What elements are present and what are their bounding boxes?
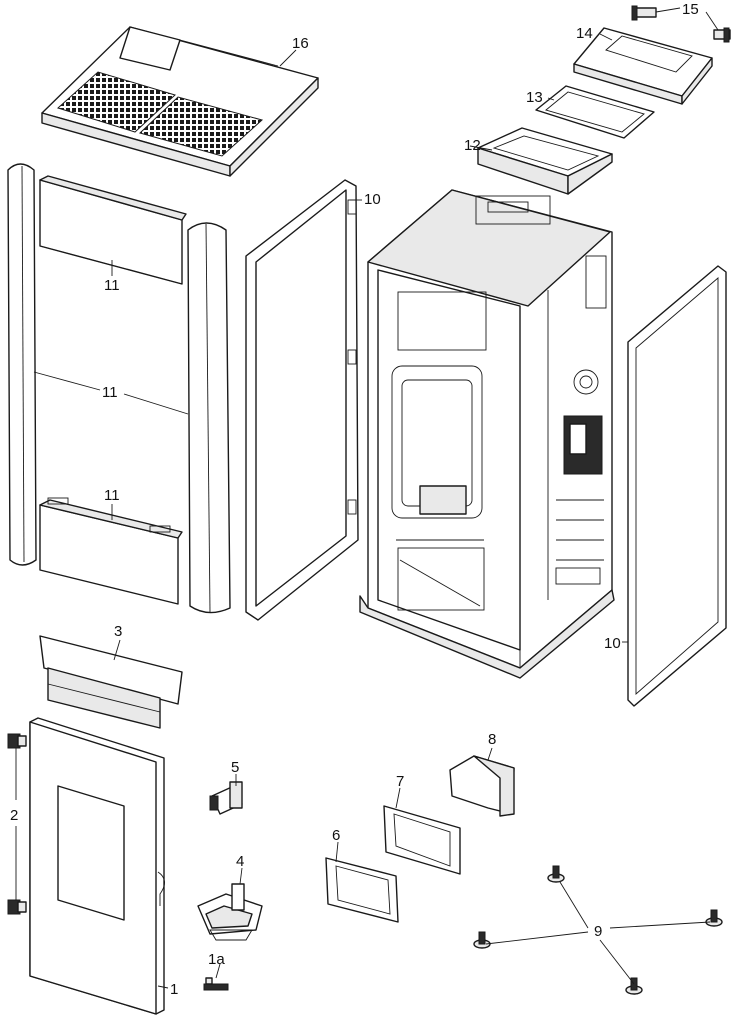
callout-1a: 1a: [208, 951, 225, 968]
callout-7: 7: [396, 773, 404, 790]
callout-4: 4: [236, 853, 244, 870]
right-side-column-part: [187, 222, 231, 614]
door-hinges-part-2: [7, 733, 27, 915]
deflector-part-3: [39, 635, 183, 729]
callout-3: 3: [114, 623, 122, 640]
left-side-column-part: [7, 163, 37, 566]
plate-part-6: [325, 857, 399, 923]
callout-5: 5: [231, 759, 239, 776]
callout-2: 2: [10, 807, 18, 824]
right-side-panel-part: [627, 265, 727, 707]
callout-8: 8: [488, 731, 496, 748]
callout-10-left: 10: [364, 191, 381, 208]
gasket-part-13: [535, 85, 655, 139]
left-side-panel-part: [245, 179, 359, 621]
lid-part-14: [573, 27, 713, 105]
burn-pot-part-4: [197, 883, 263, 941]
callout-11-upper: 11: [104, 277, 120, 294]
stove-body-part: [359, 189, 615, 679]
cover-part-8: [449, 755, 515, 817]
lower-front-panel-part: [39, 497, 183, 605]
callout-labels: 16 15 14 13 12 10 11 11 11 10 3 8 5 7 2 …: [10, 1, 699, 998]
callout-6: 6: [332, 827, 340, 844]
upper-front-panel-part: [39, 175, 187, 285]
feet-part-9: [473, 865, 723, 995]
callout-14: 14: [576, 25, 593, 42]
callout-1: 1: [170, 981, 178, 998]
callout-16: 16: [292, 35, 309, 52]
frame-part-12: [477, 127, 613, 195]
plate-part-7: [383, 805, 461, 875]
callout-11-lower: 11: [104, 487, 120, 504]
bracket-part-5: [209, 781, 243, 815]
callout-11-middle: 11: [102, 384, 118, 401]
callout-15: 15: [682, 1, 699, 18]
callout-10-right: 10: [604, 635, 621, 652]
top-cover-part: [41, 26, 319, 177]
part-1a: [203, 977, 229, 991]
door-part-1: [29, 717, 165, 1015]
callout-12: 12: [464, 137, 481, 154]
callout-9: 9: [594, 923, 602, 940]
callout-13: 13: [526, 89, 543, 106]
lid-hinges-part-15: [631, 5, 731, 43]
leader-lines: [15, 7, 719, 989]
